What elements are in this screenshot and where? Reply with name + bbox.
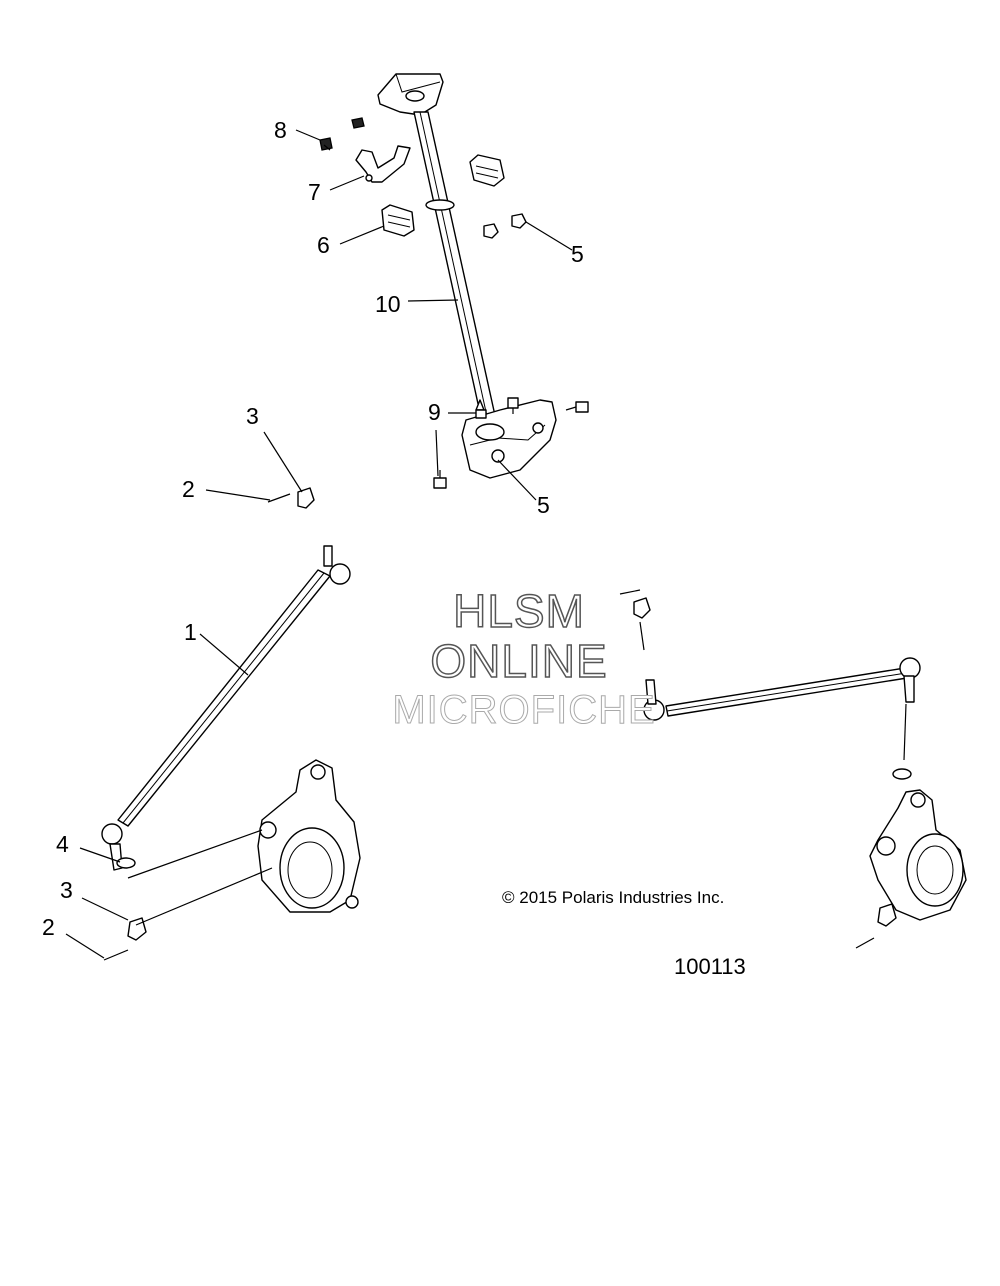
callout-7: 7: [308, 179, 321, 205]
callout-2-upper: 2: [182, 476, 195, 502]
watermark-line-2: ONLINE: [430, 634, 608, 688]
watermark-line-3: MICROFICHE: [392, 688, 656, 733]
copyright-notice: © 2015 Polaris Industries Inc.: [502, 888, 725, 907]
cotter-pin-upper-right: [619, 589, 641, 595]
figure-number: 100113: [674, 954, 746, 979]
callout-2-lower: 2: [42, 914, 55, 940]
callout-3-upper: 3: [246, 403, 259, 429]
cotter-pin-upper-left: [267, 493, 291, 503]
bolt-8: [319, 137, 333, 151]
tie-rod-left: [101, 545, 351, 871]
clamp-7: [355, 145, 411, 183]
washer-right: [892, 768, 912, 780]
callout-1: 1: [184, 619, 197, 645]
cotter-pin-lower-left: [103, 949, 129, 961]
steering-knuckle-left: [257, 759, 361, 913]
callout-5-lower: 5: [537, 492, 550, 518]
callout-9: 9: [428, 399, 441, 425]
callout-6: 6: [317, 232, 330, 258]
steering-knuckle-right: [869, 789, 967, 921]
callout-4: 4: [56, 831, 69, 857]
tie-rod-right: [643, 657, 921, 721]
bolt-9-a: [475, 399, 487, 419]
callout-3-lower: 3: [60, 877, 73, 903]
callout-5-upper: 5: [571, 241, 584, 267]
callout-8: 8: [274, 117, 287, 143]
bolt-lower: [433, 470, 447, 489]
steering-column: [377, 73, 557, 479]
cotter-pin-lower-right: [855, 937, 875, 949]
nut-3-upper-left: [297, 487, 315, 509]
nut-lower-right: [877, 903, 897, 927]
bushing-6-left: [381, 204, 415, 237]
washer-4: [116, 857, 136, 869]
bushing-6-right: [469, 154, 505, 187]
nut-5-upper-b: [511, 213, 527, 229]
nut-3-lower-left: [127, 917, 147, 941]
bolt-8b: [351, 117, 365, 129]
watermark-line-1: HLSM: [452, 584, 585, 638]
nut-upper-right: [633, 597, 651, 619]
bolt-9-c: [565, 401, 589, 413]
callout-10: 10: [375, 291, 401, 317]
nut-5-upper-a: [483, 223, 499, 239]
leader-lines: [65, 129, 573, 959]
bolt-9-b: [507, 397, 519, 414]
